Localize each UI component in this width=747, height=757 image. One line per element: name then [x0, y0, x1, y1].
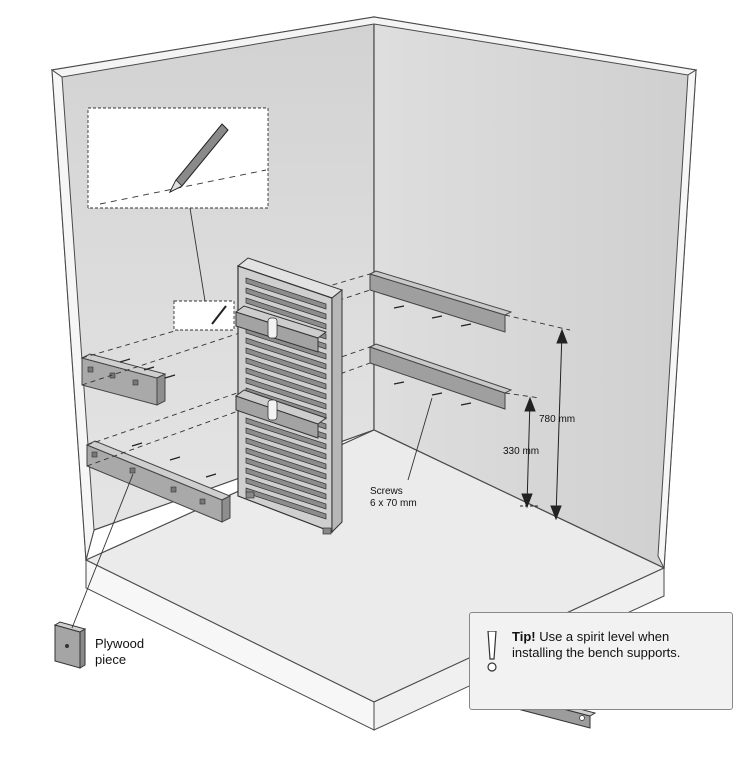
heater-panel: [234, 257, 344, 535]
tip-line2: installing the bench supports.: [512, 645, 681, 660]
left-upper-batten: [80, 353, 167, 406]
right-wall-edge: [657, 69, 697, 570]
tip-heading: Tip!: [512, 629, 536, 644]
heater-slat: [245, 367, 327, 400]
heater-slat: [245, 437, 327, 470]
dim-780-label: 780 mm: [539, 414, 576, 425]
right-lower-batten: [368, 343, 513, 410]
tip-callout: [469, 612, 733, 710]
screws: [119, 305, 472, 478]
heater-slat: [245, 277, 327, 310]
heater-slat: [245, 427, 327, 460]
plywood-label-line1: Plywood: [95, 636, 145, 651]
heater-slat: [245, 287, 327, 320]
pencil-inset: [87, 107, 269, 331]
heater-slat: [245, 377, 327, 410]
screws-label-line2: 6 x 70 mm: [370, 498, 417, 509]
warning-exclamation-icon: [487, 631, 497, 672]
heater-slat: [245, 417, 327, 450]
heater-slat: [245, 467, 327, 500]
left-lower-batten: [85, 440, 232, 523]
dim-330-label: 330 mm: [503, 446, 540, 457]
heater-slat: [245, 457, 327, 490]
heater-slat: [245, 337, 327, 370]
left-wall-edge: [51, 68, 95, 561]
heater-slat: [245, 297, 327, 330]
heater-slat: [245, 477, 327, 510]
heater-slat: [245, 357, 327, 390]
heater-slat: [245, 487, 327, 520]
pencil-icon: [168, 123, 229, 194]
screws-label-line1: Screws: [370, 486, 403, 497]
tip-text: Tip! Use a spirit level when installing …: [512, 629, 722, 661]
dimension-lines: [520, 328, 568, 521]
plywood-label-line2: piece: [95, 652, 127, 667]
heater-slat: [245, 447, 327, 480]
heater-slat: [245, 347, 327, 380]
plywood-piece: [53, 473, 134, 669]
right-upper-batten: [368, 270, 513, 333]
tip-line1: Use a spirit level when: [535, 629, 670, 644]
